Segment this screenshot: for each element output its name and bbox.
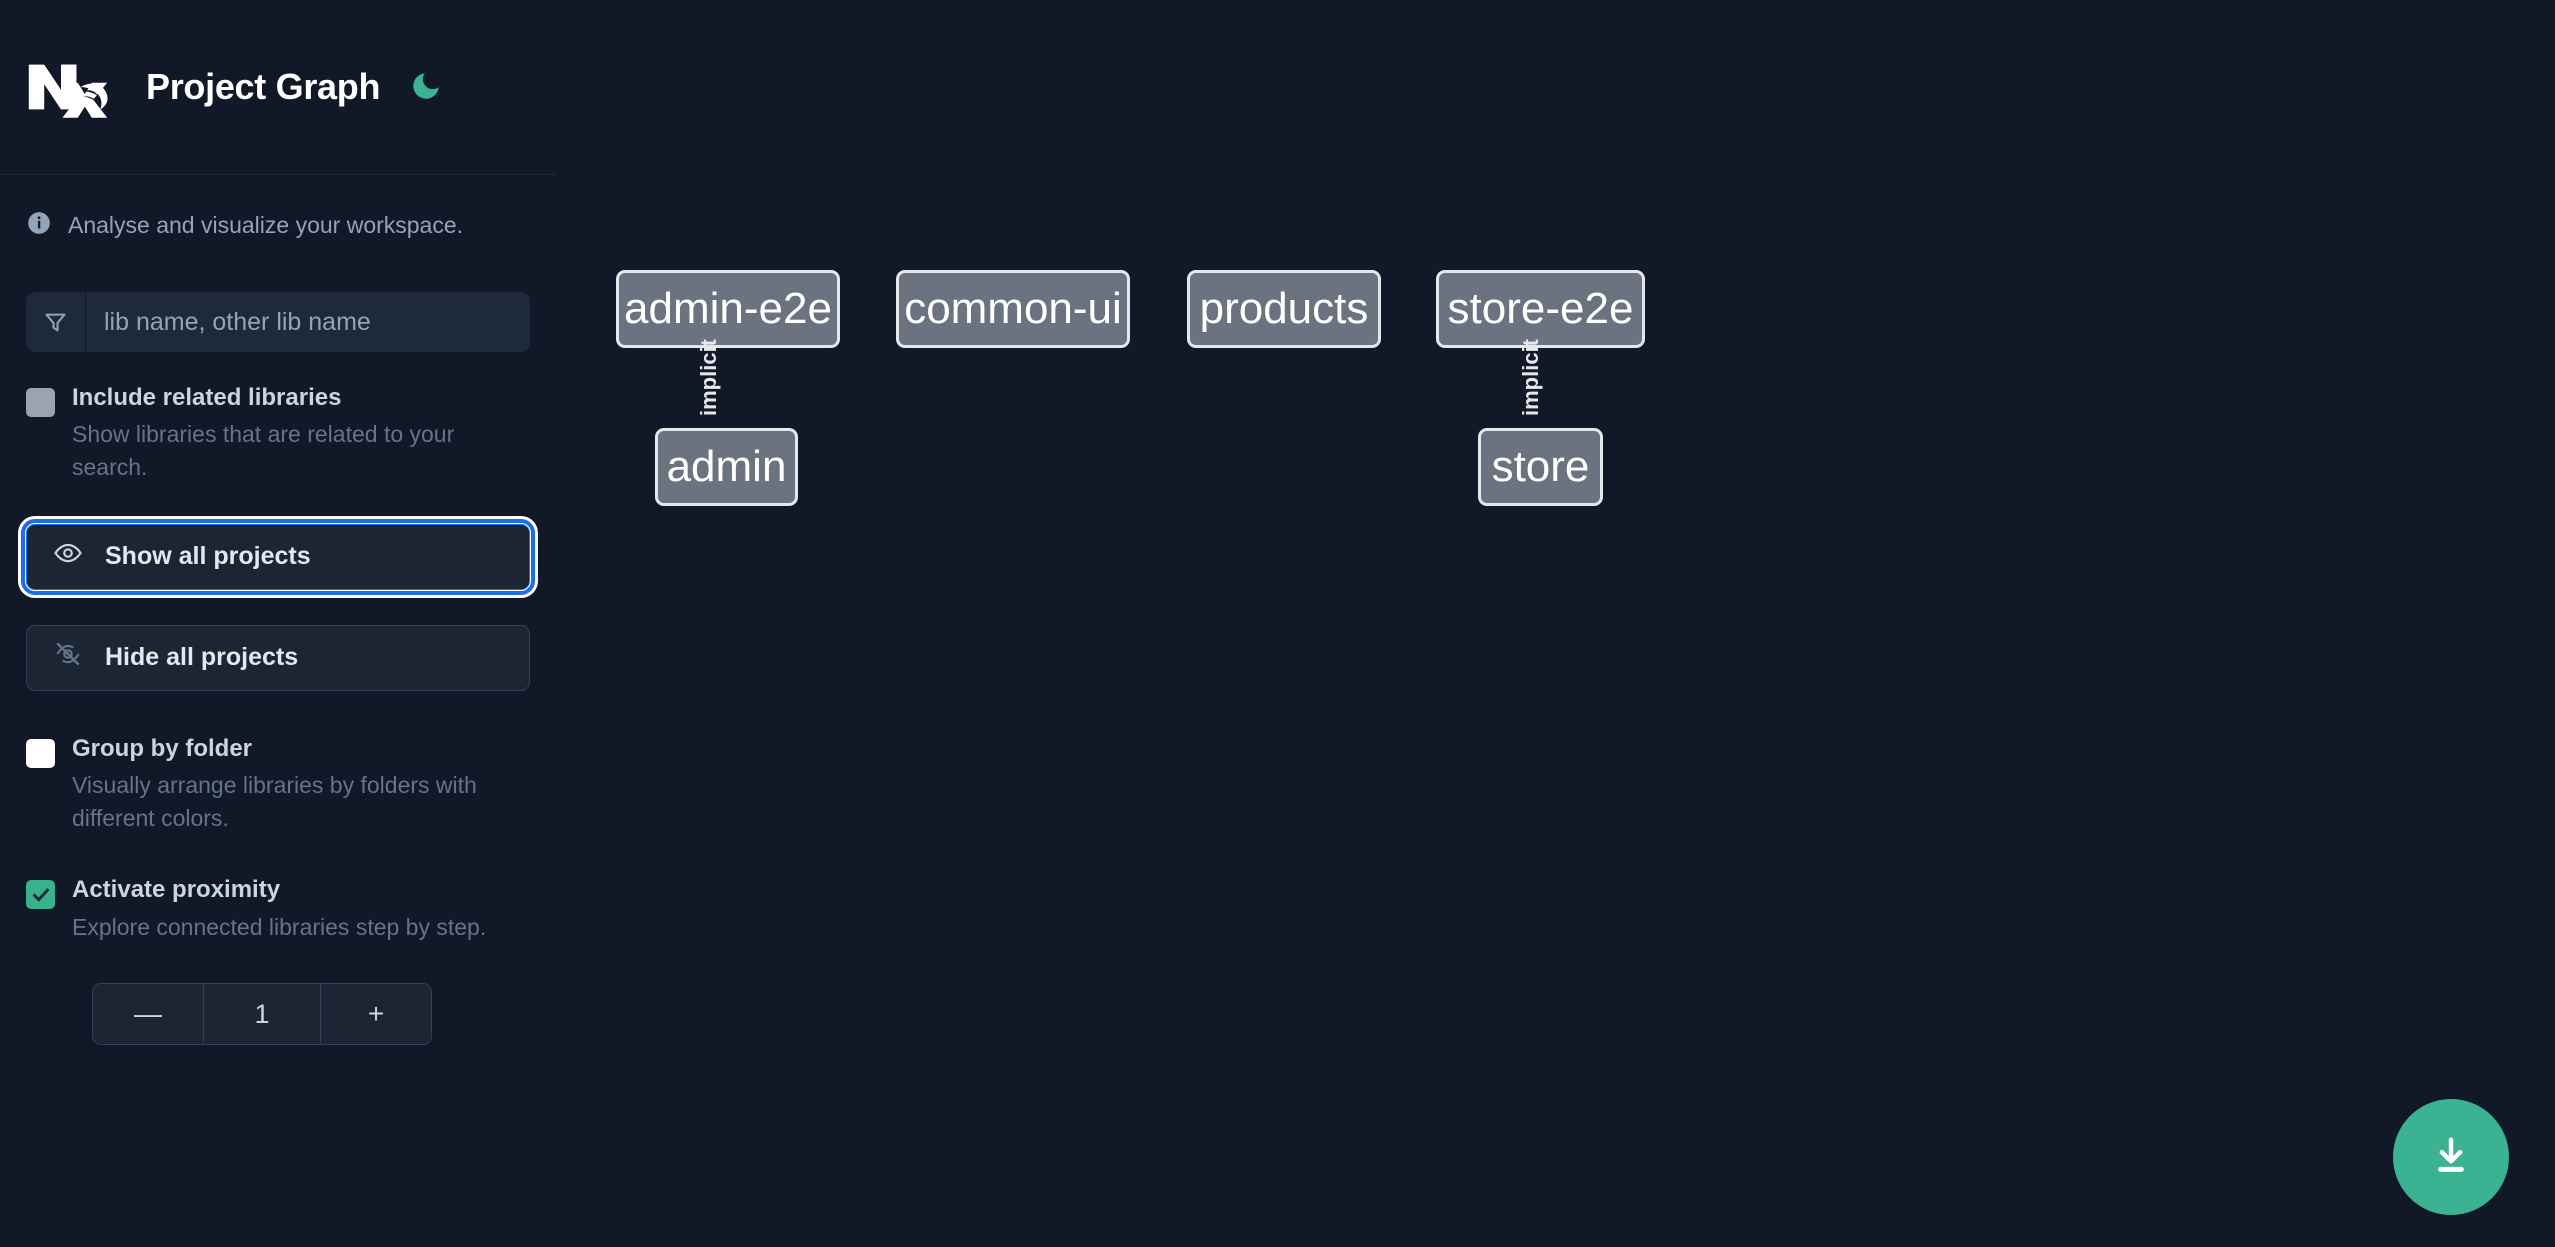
activate-proximity-checkbox[interactable] (26, 880, 55, 910)
graph-node-label: common-ui (904, 284, 1122, 333)
graph-edge-label-admin: implicit (696, 338, 721, 416)
graph-node-admin[interactable]: admin (655, 428, 798, 506)
info-text: Analyse and visualize your workspace. (68, 211, 464, 238)
hide-all-projects-label: Hide all projects (105, 643, 299, 672)
graph-node-label: products (1199, 284, 1369, 333)
hide-all-projects-button[interactable]: Hide all projects (26, 624, 530, 691)
graph-node-label: admin (666, 442, 787, 491)
proximity-stepper: — 1 + (92, 983, 432, 1046)
graph-node-label: store (1491, 442, 1590, 491)
check-icon (32, 888, 49, 902)
proximity-value: 1 (203, 984, 321, 1045)
info-banner: Analyse and visualize your workspace. (26, 184, 530, 266)
project-graph-canvas[interactable]: admin-e2e common-ui products store-e2e a… (556, 0, 2555, 1247)
filter-funnel-icon (26, 292, 86, 352)
eye-slash-icon (53, 639, 83, 676)
graph-node-label: store-e2e (1447, 284, 1634, 333)
option-activate-proximity: Activate proximity Explore connected lib… (26, 874, 530, 943)
option-group-by-folder: Group by folder Visually arrange librari… (26, 733, 530, 835)
graph-edges (556, 0, 856, 150)
graph-node-products[interactable]: products (1187, 270, 1381, 348)
graph-node-store-e2e[interactable]: store-e2e (1436, 270, 1645, 348)
graph-edge-label-store: implicit (1518, 338, 1543, 416)
eye-icon (53, 538, 83, 575)
graph-node-admin-e2e[interactable]: admin-e2e (616, 270, 840, 348)
proximity-decrement-button[interactable]: — (93, 984, 203, 1045)
option-label: Activate proximity (72, 876, 281, 904)
graph-node-common-ui[interactable]: common-ui (896, 270, 1130, 348)
download-graph-button[interactable] (2393, 1099, 2509, 1215)
nx-logo-icon (26, 56, 110, 118)
option-label: Group by folder (72, 734, 252, 762)
sidebar-body: Analyse and visualize your workspace. In… (0, 184, 556, 1046)
option-description: Explore connected libraries step by step… (72, 913, 487, 940)
show-all-projects-label: Show all projects (105, 542, 311, 571)
info-circle-icon (26, 210, 52, 241)
download-icon (2428, 1133, 2474, 1182)
theme-toggle-button[interactable] (406, 67, 446, 107)
moon-icon (409, 69, 443, 106)
show-all-projects-button[interactable]: Show all projects (21, 518, 535, 595)
option-include-related-libraries: Include related libraries Show libraries… (26, 382, 530, 484)
option-label: Include related libraries (72, 384, 342, 411)
sidebar-header: Project Graph (0, 0, 556, 175)
search-input[interactable] (86, 292, 530, 352)
graph-node-store[interactable]: store (1478, 428, 1603, 506)
proximity-increment-button[interactable]: + (321, 984, 431, 1045)
option-description: Visually arrange libraries by folders wi… (72, 772, 477, 831)
sidebar: Project Graph Analyse and v (0, 0, 556, 1247)
visibility-buttons: Show all projects Hide all projects (21, 518, 535, 691)
include-related-libraries-checkbox[interactable] (26, 388, 55, 417)
page-title: Project Graph (146, 66, 381, 107)
group-by-folder-checkbox[interactable] (26, 738, 55, 768)
option-description: Show libraries that are related to your … (72, 421, 455, 481)
graph-node-label: admin-e2e (624, 284, 832, 333)
search-filter (26, 292, 530, 352)
